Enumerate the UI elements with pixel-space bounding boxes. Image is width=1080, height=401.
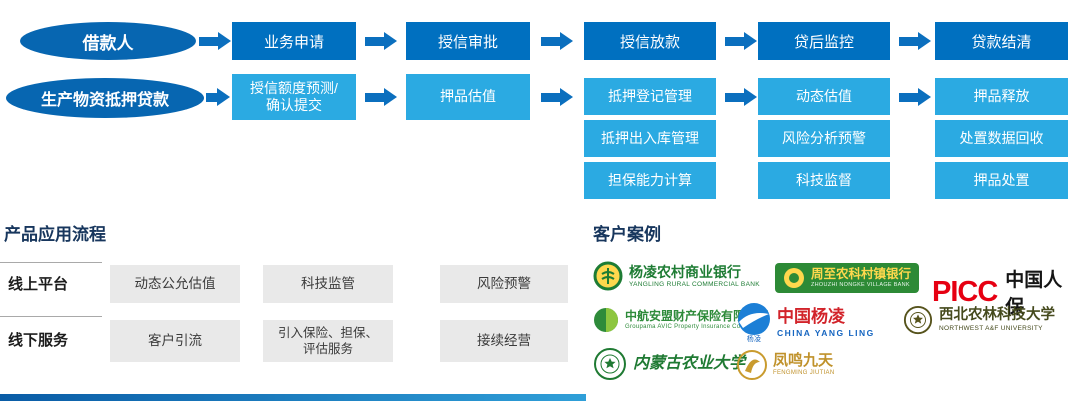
logo-fengming: 凤鸣九天 FENGMING JIUTIAN [737, 350, 834, 380]
logo-name: 中航安盟财产保险有限公司 [625, 309, 770, 324]
arrow-right-icon [541, 88, 573, 106]
logo-subtext: YANGLING RURAL COMMERCIAL BANK [629, 280, 760, 288]
sub-box-risk-analysis-warning: 风险分析预警 [758, 120, 890, 157]
stage-box-loan-disbursement: 授信放款 [584, 22, 716, 60]
sub-box-collateral-disposal: 押品处置 [935, 162, 1068, 199]
item-tech-regulation: 科技监管 [263, 265, 393, 303]
product-flow-title: 产品应用流程 [4, 225, 106, 244]
logo-subtext: Groupama AVIC Property Insurance Co.,Ltd [625, 323, 754, 330]
logo-nwafu: 西北农林科技大学 NORTHWEST A&F UNIVERSITY [903, 305, 1055, 335]
logo-extra-text: 杨凌 [746, 336, 762, 343]
arrow-right-icon [199, 32, 231, 50]
arrow-right-icon [899, 88, 931, 106]
entity-ellipse-borrower: 借款人 [20, 22, 196, 60]
logo-name: 凤鸣九天 [773, 352, 834, 370]
leaf-circle-icon [593, 307, 619, 333]
row-label-offline-service: 线下服务 [0, 316, 102, 362]
logo-name: 内蒙古农业大学 [633, 355, 746, 373]
sub-box-credit-limit-forecast: 授信额度预测/ 确认提交 [232, 74, 356, 120]
logo-yangling-rural-bank: 杨凌农村商业银行 YANGLING RURAL COMMERCIAL BANK [593, 261, 760, 291]
customer-cases-title: 客户案例 [593, 225, 661, 244]
logo-name: 周至农科村镇银行 [811, 267, 912, 282]
sub-box-collateral-valuation: 押品估值 [406, 74, 530, 120]
logo-name: PICC [932, 275, 998, 308]
sub-box-tech-supervision: 科技监督 [758, 162, 890, 199]
item-customer-acquisition: 客户引流 [110, 320, 240, 362]
entity-ellipse-product: 生产物资抵押贷款 [6, 78, 204, 118]
arrow-right-icon [365, 88, 397, 106]
logo-subtext: FENGMING JIUTIAN [773, 370, 835, 377]
sub-box-mortgage-registration: 抵押登记管理 [584, 78, 716, 115]
stage-box-loan-settlement: 贷款结清 [935, 22, 1068, 60]
sub-box-dynamic-valuation: 动态估值 [758, 78, 890, 115]
arrow-right-icon [899, 32, 931, 50]
logo-name: 杨凌农村商业银行 [629, 263, 741, 280]
arrow-right-icon [206, 88, 230, 106]
bottom-accent-bar [0, 394, 586, 401]
item-risk-warning: 风险预警 [440, 265, 568, 303]
grain-shield-icon [593, 261, 623, 291]
coin-icon [783, 267, 805, 289]
arrow-right-icon [725, 88, 757, 106]
logo-subtext: ZHOUZHI NONGKE VILLAGE BANK [811, 282, 910, 289]
university-seal-icon [903, 305, 933, 335]
logo-picc: PICC 中国人保 [932, 265, 1080, 319]
logo-subtext: CHINA YANG LING [777, 327, 875, 338]
stage-box-post-loan-monitoring: 贷后监控 [758, 22, 890, 60]
university-seal-icon [593, 347, 627, 381]
logo-name: 西北农林科技大学 [939, 307, 1055, 324]
sub-box-guarantee-capacity: 担保能力计算 [584, 162, 716, 199]
sub-box-collateral-release: 押品释放 [935, 78, 1068, 115]
swoosh-icon: 杨凌 [737, 302, 771, 343]
stage-box-credit-approval: 授信审批 [406, 22, 530, 60]
sub-box-disposal-data-recovery: 处置数据回收 [935, 120, 1068, 157]
item-continued-operation: 接续经营 [440, 320, 568, 362]
item-insurance-guarantee-services: 引入保险、担保、 评估服务 [263, 320, 393, 362]
logo-china-yangling: 杨凌 中国杨凌 CHINA YANG LING [737, 302, 875, 343]
row-label-online-platform: 线上平台 [0, 262, 102, 304]
logo-imau: 内蒙古农业大学 [593, 347, 745, 381]
logo-avic-insurance: 中航安盟财产保险有限公司 Groupama AVIC Property Insu… [593, 307, 769, 333]
logo-zhouzhi-bank: 周至农科村镇银行 ZHOUZHI NONGKE VILLAGE BANK [775, 263, 920, 293]
phoenix-icon [737, 350, 767, 380]
sub-box-warehouse-management: 抵押出入库管理 [584, 120, 716, 157]
arrow-right-icon [541, 32, 573, 50]
stage-box-application: 业务申请 [232, 22, 356, 60]
logo-subtext: 中国人保 [1005, 270, 1063, 318]
arrow-right-icon [365, 32, 397, 50]
logo-subtext: NORTHWEST A&F UNIVERSITY [939, 324, 1043, 332]
logo-name: 中国杨凌 [777, 307, 845, 327]
arrow-right-icon [725, 32, 757, 50]
item-dynamic-fair-valuation: 动态公允估值 [110, 265, 240, 303]
